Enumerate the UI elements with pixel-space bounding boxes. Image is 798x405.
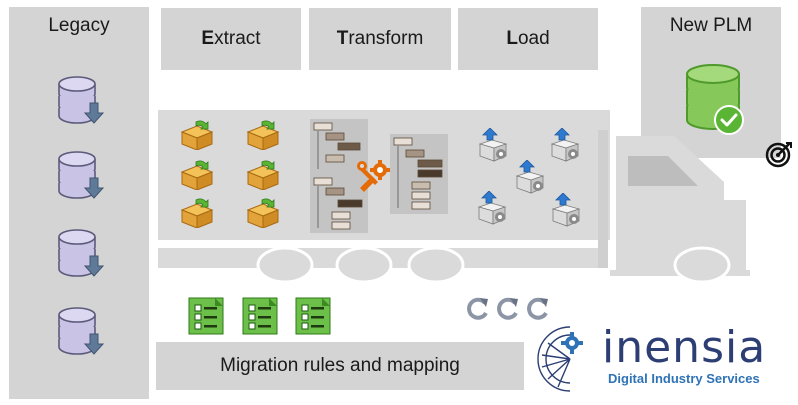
load-initial: L — [506, 28, 518, 49]
upload-box-icon — [514, 159, 548, 194]
new-plm-panel: New PLM — [641, 7, 781, 158]
refresh-icon — [466, 296, 490, 320]
tree-structure-icon — [312, 176, 366, 232]
migration-rules-panel: Migration rules and mapping — [156, 342, 524, 390]
package-icon — [246, 160, 280, 191]
upload-box-icon — [549, 127, 583, 162]
package-icon — [180, 198, 214, 229]
tree-structure-icon — [312, 121, 366, 173]
package-icon — [246, 198, 280, 229]
upload-box-icon — [476, 190, 510, 225]
checklist-icon — [187, 296, 227, 336]
upload-box-icon — [477, 127, 511, 162]
extract-initial: E — [201, 28, 215, 49]
extract-rest: xtract — [214, 28, 261, 49]
checklist-icon — [294, 296, 334, 336]
brand-tagline: Digital Industry Services — [608, 371, 760, 386]
legacy-panel: Legacy — [9, 7, 149, 399]
tree-structure-icon — [392, 136, 446, 212]
package-icon — [180, 120, 214, 151]
load-rest: oad — [517, 28, 550, 49]
database-download-icon — [57, 75, 105, 125]
package-icon — [180, 160, 214, 191]
refresh-icon — [526, 296, 550, 320]
legacy-title: Legacy — [48, 15, 110, 36]
database-download-icon — [57, 306, 105, 356]
transform-rest: ransform — [348, 28, 424, 49]
refresh-icon — [496, 296, 520, 320]
wrench-gear-icon — [357, 160, 390, 192]
brand-name: inensia — [602, 322, 767, 373]
package-icon — [246, 120, 280, 151]
database-download-icon — [57, 150, 105, 200]
inensia-logo-mark — [537, 326, 583, 392]
database-check-icon — [686, 64, 744, 135]
target-icon — [765, 142, 792, 168]
migration-rules-label: Migration rules and mapping — [220, 355, 460, 376]
upload-box-icon — [550, 192, 584, 227]
transform-initial: T — [336, 28, 349, 49]
database-download-icon — [57, 228, 105, 278]
checklist-icon — [241, 296, 281, 336]
new-plm-title: New PLM — [669, 15, 753, 36]
